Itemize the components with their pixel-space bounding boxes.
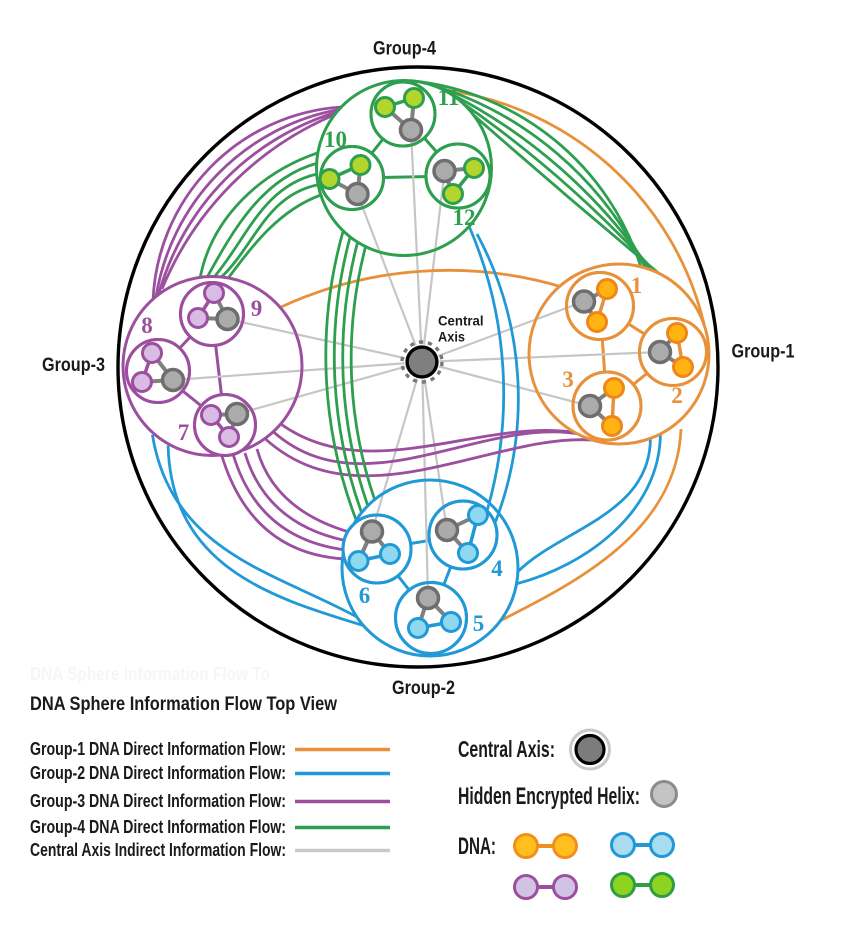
svg-text:DNA Sphere Information Flow To: DNA Sphere Information Flow Top View <box>30 693 338 715</box>
svg-text:9: 9 <box>251 296 263 321</box>
svg-text:2: 2 <box>671 383 683 408</box>
svg-text:Hidden Encrypted Helix:: Hidden Encrypted Helix: <box>458 783 640 810</box>
svg-text:10: 10 <box>324 127 347 152</box>
svg-text:DNA:: DNA: <box>458 833 496 860</box>
svg-text:Group-2 DNA Direct Information: Group-2 DNA Direct Information Flow: <box>30 763 286 783</box>
svg-text:Group-4 DNA Direct Information: Group-4 DNA Direct Information Flow: <box>30 817 286 837</box>
svg-text:5: 5 <box>473 611 485 636</box>
svg-text:12: 12 <box>453 205 476 230</box>
svg-text:Axis: Axis <box>438 330 465 345</box>
svg-text:Central Axis:: Central Axis: <box>458 736 555 762</box>
svg-text:8: 8 <box>141 313 153 338</box>
svg-text:6: 6 <box>359 583 371 608</box>
svg-text:Group-3: Group-3 <box>42 355 105 376</box>
svg-text:Group-1 DNA Direct Information: Group-1 DNA Direct Information Flow: <box>30 739 286 759</box>
svg-text:DNA Sphere Information Flow To: DNA Sphere Information Flow To <box>30 664 270 684</box>
svg-text:4: 4 <box>491 556 503 581</box>
svg-text:Group-3 DNA Direct Information: Group-3 DNA Direct Information Flow: <box>30 791 286 811</box>
svg-text:Group-4: Group-4 <box>373 39 436 60</box>
svg-text:11: 11 <box>438 85 460 110</box>
svg-text:1: 1 <box>631 273 643 298</box>
svg-text:Central Axis Indirect Informat: Central Axis Indirect Information Flow: <box>30 840 286 860</box>
svg-text:Central: Central <box>438 314 484 329</box>
svg-text:3: 3 <box>562 367 574 392</box>
svg-text:Group-2: Group-2 <box>392 678 455 699</box>
svg-text:Group-1: Group-1 <box>732 342 795 363</box>
svg-text:7: 7 <box>178 420 190 445</box>
